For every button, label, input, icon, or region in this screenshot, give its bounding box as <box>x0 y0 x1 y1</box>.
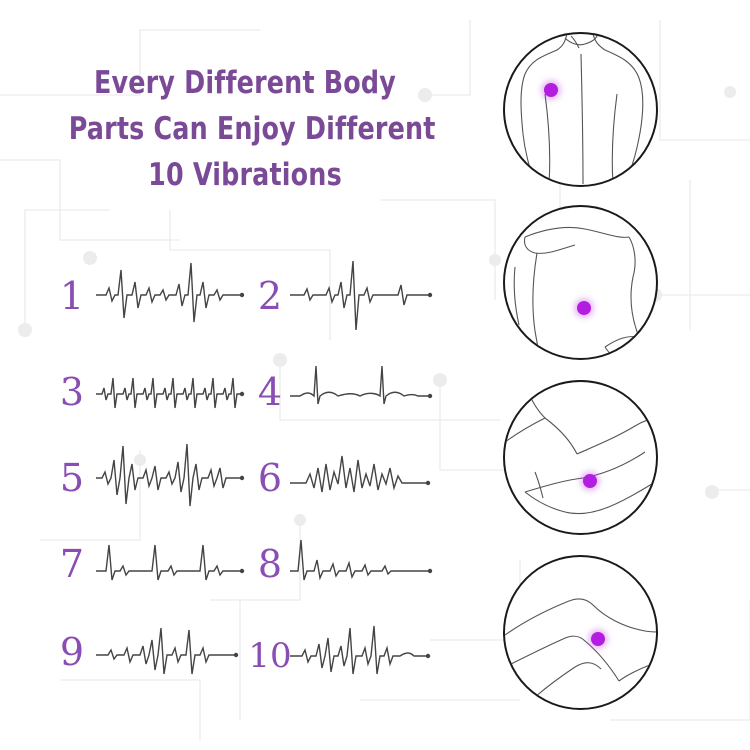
mode-number-2: 2 <box>257 274 283 318</box>
mode-number-6: 6 <box>257 456 283 500</box>
mode-number-7: 7 <box>59 542 85 586</box>
massage-point-dot <box>591 632 605 646</box>
waveform-3 <box>96 377 245 409</box>
mode-number-3: 3 <box>59 370 85 414</box>
body-part-circle-knee <box>503 555 658 710</box>
shoulder-back-illustration <box>520 34 644 185</box>
body-part-circle-arm <box>503 380 658 535</box>
abdomen-illustration <box>513 226 640 358</box>
headline-line-2: Parts Can Enjoy Different <box>68 111 436 147</box>
arm-illustration <box>505 382 656 515</box>
mode-number-10: 10 <box>248 636 292 676</box>
waveform-5 <box>96 443 245 507</box>
mode-number-5: 5 <box>59 456 85 500</box>
body-part-circle-abdomen <box>503 205 658 360</box>
waveform-8 <box>290 539 433 581</box>
massage-point-dot <box>544 83 558 97</box>
mode-number-4: 4 <box>257 370 283 414</box>
mode-number-9: 9 <box>59 630 85 674</box>
knee-illustration <box>505 598 656 698</box>
waveform-6 <box>290 455 431 493</box>
massage-point-dot <box>577 301 591 315</box>
waveform-4 <box>290 365 433 405</box>
mode-number-8: 8 <box>257 542 283 586</box>
headline: Every Different Body Parts Can Enjoy Dif… <box>68 60 436 198</box>
headline-line-1: Every Different Body <box>93 65 397 101</box>
waveform-7 <box>96 544 245 581</box>
massage-point-dot <box>583 474 597 488</box>
waveform-2 <box>290 260 433 331</box>
waveform-9 <box>96 627 239 675</box>
headline-line-3: 10 Vibrations <box>148 157 342 193</box>
mode-number-1: 1 <box>59 274 85 318</box>
waveform-10 <box>290 625 431 675</box>
waveform-1 <box>96 262 245 323</box>
body-part-circle-shoulder <box>503 32 658 187</box>
